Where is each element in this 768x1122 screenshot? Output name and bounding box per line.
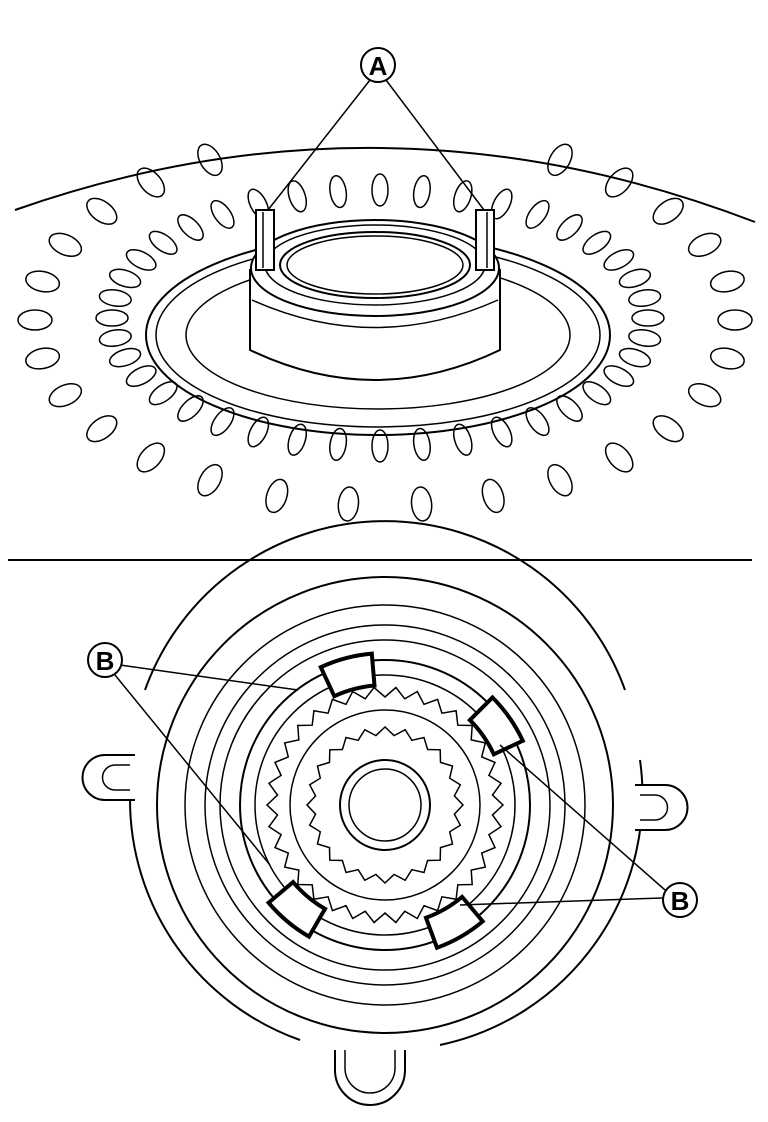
hole bbox=[687, 232, 722, 258]
hole bbox=[547, 463, 573, 497]
hole bbox=[177, 214, 204, 241]
lugs bbox=[81, 754, 689, 1106]
hole bbox=[125, 365, 157, 388]
hole bbox=[652, 197, 684, 225]
hole bbox=[86, 197, 118, 225]
hole bbox=[547, 143, 573, 177]
hole bbox=[197, 463, 223, 497]
ring-3 bbox=[204, 624, 566, 986]
callout-b-right: B bbox=[459, 744, 698, 918]
ring-6 bbox=[254, 674, 516, 936]
hole bbox=[148, 381, 178, 406]
hole bbox=[412, 174, 431, 209]
hole bbox=[329, 174, 348, 209]
hole bbox=[525, 199, 550, 229]
hole bbox=[490, 416, 513, 448]
callout-b-left: B bbox=[87, 642, 299, 866]
pads bbox=[265, 651, 526, 951]
drive-tab-right bbox=[475, 209, 495, 271]
hole bbox=[197, 143, 223, 177]
hole bbox=[86, 415, 118, 443]
hole bbox=[603, 365, 635, 388]
callout-a: A bbox=[267, 47, 485, 211]
hole bbox=[709, 270, 745, 293]
hole bbox=[265, 478, 289, 514]
hole bbox=[287, 180, 308, 213]
hole bbox=[108, 268, 142, 289]
hole bbox=[25, 347, 61, 370]
callout-label-b-left: B bbox=[96, 646, 115, 676]
drive-tab-left bbox=[255, 209, 275, 271]
hole bbox=[604, 167, 634, 198]
pad-b bbox=[265, 879, 328, 940]
hole bbox=[709, 347, 745, 370]
ring-7 bbox=[289, 709, 481, 901]
hole bbox=[410, 486, 433, 522]
pad-b bbox=[423, 894, 486, 951]
hub-band bbox=[251, 299, 499, 329]
hole bbox=[652, 415, 684, 443]
hole bbox=[717, 309, 753, 331]
ring-4 bbox=[219, 639, 551, 971]
hole bbox=[452, 423, 473, 456]
hole bbox=[371, 173, 389, 207]
hole bbox=[48, 382, 83, 408]
ring-1 bbox=[156, 576, 614, 1034]
bottom-view-converter bbox=[81, 520, 689, 1106]
hole bbox=[136, 442, 166, 473]
hole bbox=[582, 381, 612, 406]
pad-b bbox=[318, 651, 377, 699]
hole bbox=[452, 180, 473, 213]
hole bbox=[371, 429, 389, 463]
hole bbox=[148, 230, 178, 255]
hole bbox=[603, 248, 635, 271]
hole bbox=[329, 427, 348, 462]
hole bbox=[98, 288, 132, 308]
hole bbox=[618, 347, 652, 368]
callout-label-a: A bbox=[369, 51, 388, 81]
inner-spline-gear bbox=[305, 725, 465, 885]
hole bbox=[287, 423, 308, 456]
hub-outer bbox=[339, 759, 431, 851]
hole bbox=[136, 167, 166, 198]
hole bbox=[582, 230, 612, 255]
hole bbox=[412, 427, 431, 462]
hole bbox=[98, 328, 132, 348]
hole bbox=[628, 288, 662, 308]
ring-5 bbox=[239, 659, 531, 951]
hole bbox=[210, 199, 235, 229]
hole bbox=[108, 347, 142, 368]
callout-label-b-right: B bbox=[671, 886, 690, 916]
ring-2 bbox=[184, 604, 586, 1006]
top-view-converter bbox=[14, 143, 756, 522]
hole bbox=[631, 309, 665, 327]
hole bbox=[618, 268, 652, 289]
hole bbox=[25, 270, 61, 293]
pad-b bbox=[467, 694, 526, 757]
hub-inner bbox=[348, 768, 422, 842]
hole bbox=[687, 382, 722, 408]
hole bbox=[481, 478, 505, 514]
outer-spline-gear bbox=[265, 686, 505, 924]
hole bbox=[125, 248, 157, 271]
hole bbox=[604, 442, 634, 473]
hole bbox=[210, 407, 235, 437]
converter-outer-edge bbox=[14, 146, 756, 223]
hole bbox=[337, 486, 360, 522]
hole bbox=[48, 232, 83, 258]
impeller-holes bbox=[17, 143, 753, 522]
hole bbox=[556, 214, 583, 241]
hub-bore-inner bbox=[286, 235, 464, 295]
hole bbox=[177, 395, 204, 422]
hole bbox=[247, 416, 270, 448]
hole bbox=[525, 407, 550, 437]
hole bbox=[17, 309, 53, 331]
hole bbox=[628, 328, 662, 348]
hole bbox=[556, 395, 583, 422]
hub-bore bbox=[279, 231, 471, 299]
hub-top-outer bbox=[250, 219, 500, 317]
hole bbox=[95, 309, 129, 327]
